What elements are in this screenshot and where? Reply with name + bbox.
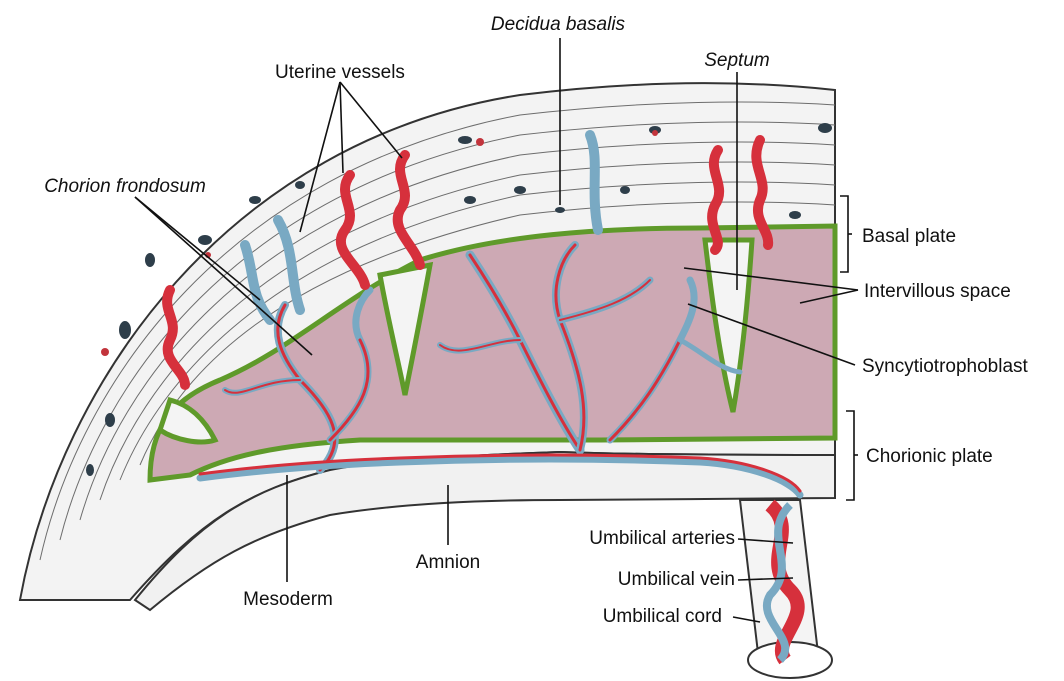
label-septum: Septum [704,50,769,71]
label-chorionic-plate: Chorionic plate [866,446,993,467]
label-umbilical-arteries: Umbilical arteries [589,528,735,549]
label-syncytiotrophoblast: Syncytiotrophoblast [862,356,1029,377]
label-uterine-vessels: Uterine vessels [275,62,405,83]
label-umbilical-vein: Umbilical vein [618,569,735,590]
label-amnion: Amnion [416,552,480,573]
label-basal-plate: Basal plate [862,226,956,247]
label-decidua-basalis: Decidua basalis [491,14,626,35]
label-mesoderm: Mesoderm [243,589,333,610]
braces [840,196,858,500]
label-chorion-frondosum: Chorion frondosum [44,176,206,197]
umbilical-cord [740,500,832,678]
label-intervillous-space: Intervillous space [864,281,1011,302]
label-umbilical-cord: Umbilical cord [603,606,722,627]
